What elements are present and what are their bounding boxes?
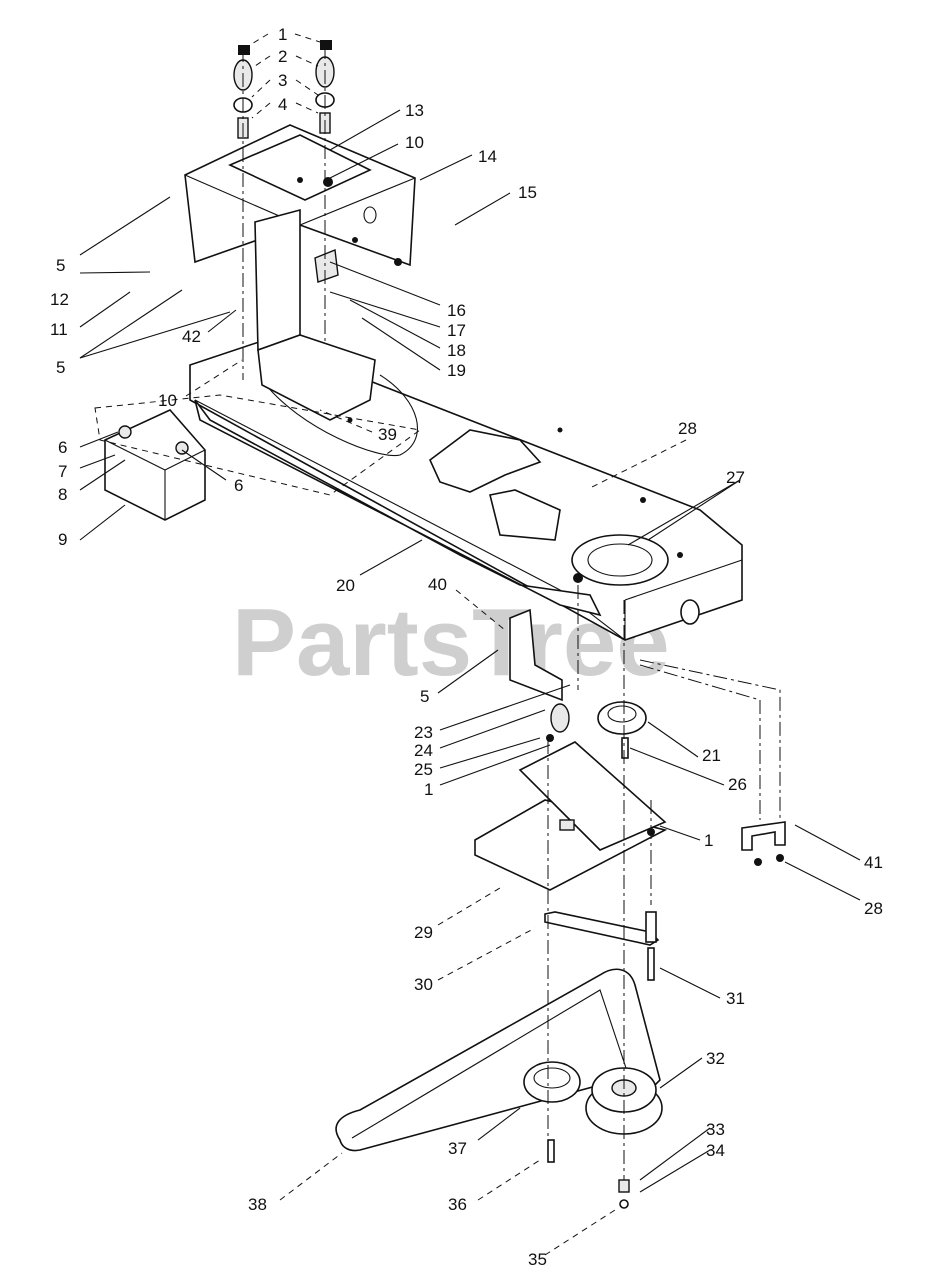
callout-6: 6 xyxy=(234,476,243,495)
callout-29: 29 xyxy=(414,923,433,942)
callout-10: 10 xyxy=(158,391,177,410)
callout-labels: 1 2 3 4 13 10 14 15 5 12 11 16 17 18 5 4… xyxy=(50,25,883,1269)
callout-1: 1 xyxy=(424,780,433,799)
callout-12: 12 xyxy=(50,290,69,309)
callout-40: 40 xyxy=(428,575,447,594)
callout-23: 23 xyxy=(414,723,433,742)
pulley-part xyxy=(523,1061,581,1103)
callout-37: 37 xyxy=(448,1139,467,1158)
leader-lines xyxy=(79,33,861,1256)
callout-41: 41 xyxy=(864,853,883,872)
callout-20: 20 xyxy=(336,576,355,595)
callout-8: 8 xyxy=(58,485,67,504)
belt-part xyxy=(335,968,661,1152)
callout-16: 16 xyxy=(447,301,466,320)
centerline xyxy=(639,664,761,820)
callout-33: 33 xyxy=(706,1120,725,1139)
callout-36: 36 xyxy=(448,1195,467,1214)
callout-25: 25 xyxy=(414,760,433,779)
solenoid-part xyxy=(314,249,339,283)
callout-15: 15 xyxy=(518,183,537,202)
hardware-part xyxy=(547,821,786,1209)
callout-34: 34 xyxy=(706,1141,725,1160)
mount-plate-part xyxy=(474,741,668,891)
callout-39: 39 xyxy=(378,425,397,444)
callout-28: 28 xyxy=(678,419,697,438)
callout-11: 11 xyxy=(50,320,68,339)
idler-arm-part xyxy=(544,911,660,981)
callout-4: 4 xyxy=(278,95,287,114)
callout-2: 2 xyxy=(278,47,287,66)
battery-part xyxy=(104,409,206,521)
callout-17: 17 xyxy=(447,321,466,340)
callout-21: 21 xyxy=(702,746,721,765)
callout-26: 26 xyxy=(728,775,747,794)
frame-side-plate-part xyxy=(194,399,602,617)
callout-9: 9 xyxy=(58,530,67,549)
callout-1: 1 xyxy=(704,831,713,850)
callout-32: 32 xyxy=(706,1049,725,1068)
idler-pulley-part xyxy=(546,701,647,759)
centerline xyxy=(639,659,781,820)
callout-42: 42 xyxy=(182,327,201,346)
callout-10: 10 xyxy=(405,133,424,152)
battery-tray-outline xyxy=(94,394,422,496)
bracket-part xyxy=(509,608,563,702)
callout-31: 31 xyxy=(726,989,745,1008)
callout-27: 27 xyxy=(726,468,745,487)
callout-18: 18 xyxy=(447,341,466,360)
callout-24: 24 xyxy=(414,741,433,760)
callout-28: 28 xyxy=(864,899,883,918)
callout-1: 1 xyxy=(278,25,287,44)
callout-30: 30 xyxy=(414,975,433,994)
callout-13: 13 xyxy=(405,101,424,120)
callout-5: 5 xyxy=(56,256,65,275)
callout-6: 6 xyxy=(58,438,67,457)
callout-5: 5 xyxy=(56,358,65,377)
callout-35: 35 xyxy=(528,1250,547,1269)
callout-38: 38 xyxy=(248,1195,267,1214)
callout-7: 7 xyxy=(58,462,67,481)
callout-5: 5 xyxy=(420,687,429,706)
callout-3: 3 xyxy=(278,71,287,90)
callout-19: 19 xyxy=(447,361,466,380)
callout-14: 14 xyxy=(478,147,497,166)
